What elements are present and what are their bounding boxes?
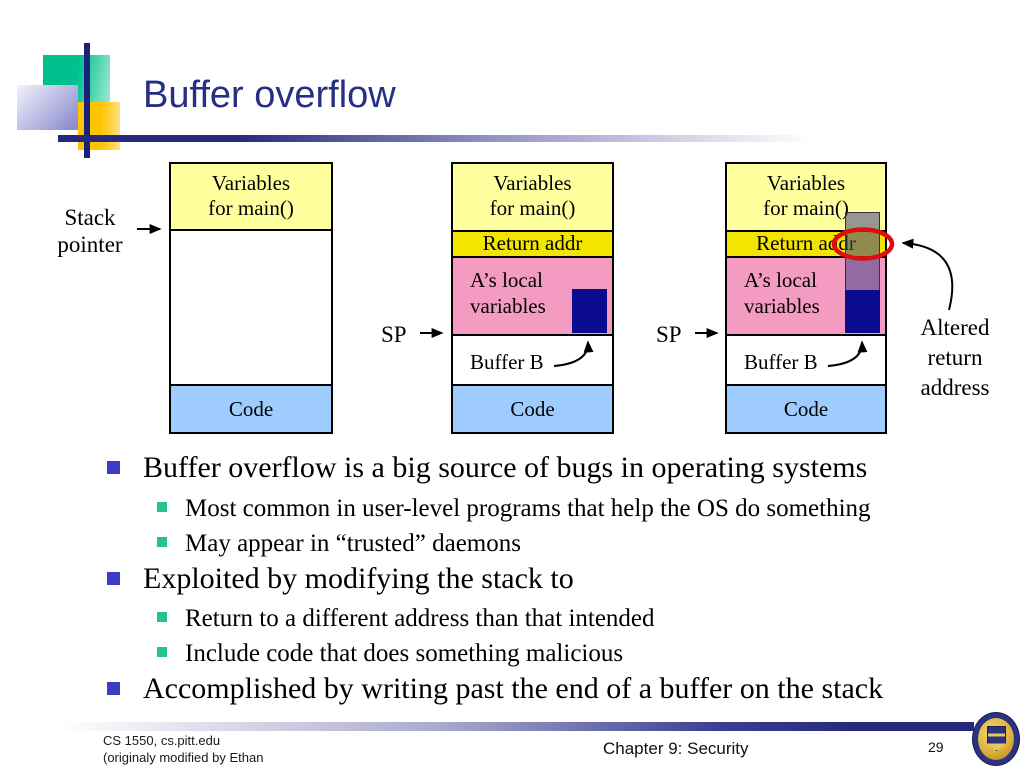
bullet-item: Accomplished by writing past the end of … — [100, 672, 883, 706]
footer-course-line2: (originaly modified by Ethan — [103, 749, 264, 765]
bullet-square-icon — [107, 461, 120, 474]
altered-return-arrow — [901, 238, 954, 311]
section-code: Code — [727, 384, 885, 432]
bullet-item: Most common in user-level programs that … — [155, 494, 871, 524]
sp-label-middle: SP — [381, 322, 407, 347]
section-buffer-b: Buffer B — [727, 334, 885, 384]
university-seal-logo — [972, 712, 1020, 766]
stack-diagram-initial: Variables for main() Code — [169, 162, 333, 434]
altered-line3: address — [920, 375, 990, 400]
footer-divider-bar — [58, 722, 974, 731]
altered-line2: return — [927, 345, 983, 370]
return-addr-label: Return addr — [756, 231, 856, 255]
page-title: Buffer overflow — [143, 74, 396, 116]
bullet-text: May appear in “trusted” daemons — [185, 530, 521, 557]
bullet-square-icon — [107, 682, 120, 695]
bullet-text: Accomplished by writing past the end of … — [143, 672, 884, 705]
section-return-addr: Return addr — [453, 230, 612, 256]
buffer-contents-box — [572, 289, 607, 333]
locals-label-line2: variables — [744, 294, 820, 318]
bullet-text: Return to a different address than that … — [185, 605, 655, 632]
bullet-item: May appear in “trusted” daemons — [155, 529, 521, 559]
bullet-text: Include code that does something malicio… — [185, 640, 624, 667]
bullet-text: Most common in user-level programs that … — [185, 495, 871, 522]
seal-shield-icon — [987, 726, 1006, 751]
altered-line1: Altered — [920, 315, 990, 340]
bullet-square-icon — [157, 647, 167, 657]
code-label: Code — [228, 396, 274, 421]
bullet-square-icon — [157, 612, 167, 622]
footer-course-info: CS 1550, cs.pitt.edu (originaly modified… — [103, 733, 263, 766]
buffer-overflow-column — [845, 212, 880, 333]
stack-diagram-buffer: Variables for main() Return addr A’s loc… — [451, 162, 614, 434]
buffer-contents-box — [845, 290, 880, 333]
decoration-purple-square — [17, 85, 78, 130]
page-number: 29 — [928, 739, 944, 755]
section-code: Code — [453, 384, 612, 432]
bullet-square-icon — [107, 572, 120, 585]
code-label: Code — [510, 396, 555, 421]
variables-label-line2: for main() — [489, 196, 576, 220]
bullet-text: Exploited by modifying the stack to — [143, 562, 574, 595]
section-variables-for-main: Variables for main() — [453, 164, 612, 230]
locals-label-line1: A’s local — [470, 268, 543, 292]
bullet-item: Include code that does something malicio… — [155, 639, 623, 669]
buffer-b-label: Buffer B — [470, 350, 544, 374]
section-buffer-b: Buffer B — [453, 334, 612, 384]
section-variables-for-main: Variables for main() — [171, 164, 331, 229]
variables-label-line1: Variables — [493, 171, 572, 195]
title-underline — [58, 135, 1024, 142]
bullet-square-icon — [157, 537, 167, 547]
stack-pointer-line1: Stack — [64, 205, 116, 230]
section-return-addr: Return addr — [727, 230, 885, 256]
variables-label-line2: for main() — [763, 196, 849, 220]
footer-course-line1: CS 1550, cs.pitt.edu — [103, 733, 221, 748]
return-addr-label: Return addr — [482, 231, 583, 255]
locals-label-line1: A’s local — [744, 268, 817, 292]
section-a-local-variables: A’s local variables — [727, 256, 885, 334]
decoration-vertical-line — [84, 43, 90, 158]
variables-label-line2: for main() — [208, 196, 294, 220]
sp-label-right: SP — [656, 322, 682, 347]
bullet-item: Exploited by modifying the stack to — [100, 562, 574, 596]
buffer-b-label: Buffer B — [744, 350, 818, 374]
section-code: Code — [171, 384, 331, 432]
altered-return-address-label: Altered return address — [903, 313, 1007, 403]
footer-chapter-title: Chapter 9: Security — [603, 739, 749, 758]
stack-pointer-line2: pointer — [57, 232, 123, 257]
overflow-spill-region — [845, 212, 880, 290]
locals-label-line2: variables — [470, 294, 546, 318]
bullet-item: Return to a different address than that … — [155, 604, 655, 634]
bullet-text: Buffer overflow is a big source of bugs … — [143, 451, 868, 484]
variables-label-line1: Variables — [766, 171, 846, 195]
bullet-square-icon — [157, 502, 167, 512]
stack-pointer-label: Stack pointer — [40, 204, 140, 258]
bullet-item: Buffer overflow is a big source of bugs … — [100, 451, 867, 485]
section-empty-stack — [171, 229, 331, 384]
variables-label-line1: Variables — [211, 171, 291, 195]
code-label: Code — [783, 396, 829, 421]
